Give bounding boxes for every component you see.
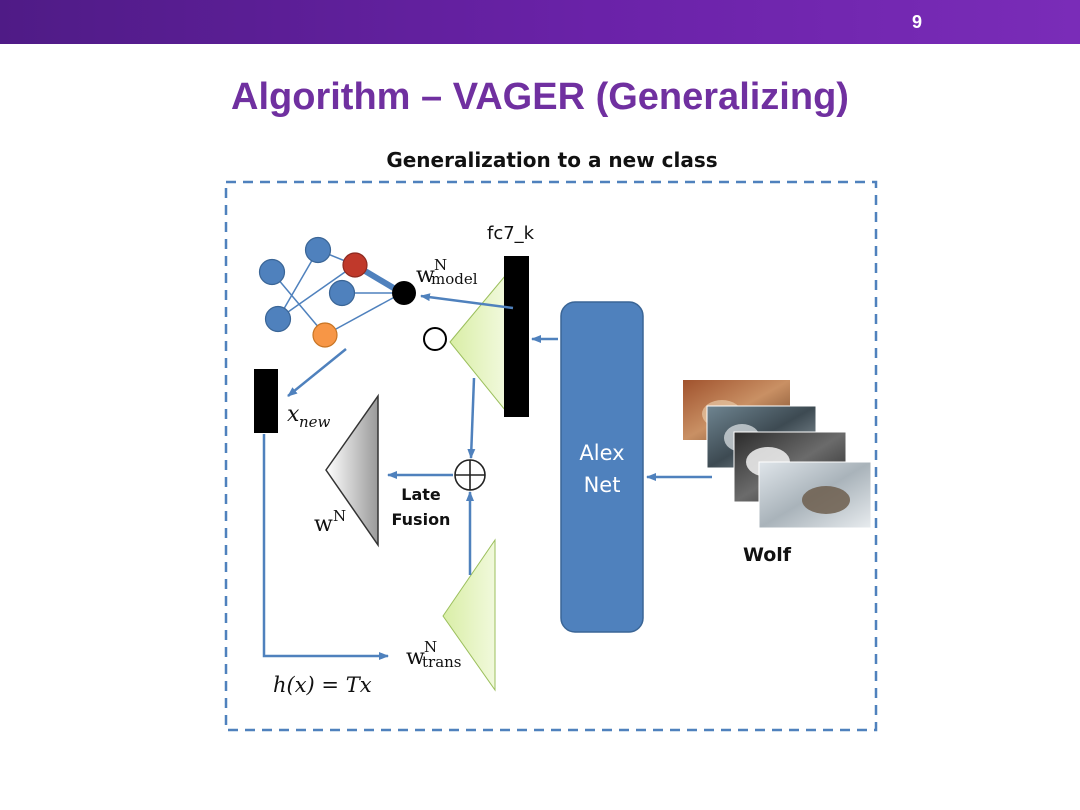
graph-node-red: [342, 252, 368, 278]
graph-node: [328, 279, 356, 307]
wolf-label: Wolf: [743, 544, 792, 566]
arrow-graph-to-xnew: [287, 348, 347, 397]
flow-arrows: [262, 293, 712, 660]
new-class-node-empty: [423, 327, 447, 351]
arrow-fc7-to-node: [420, 293, 514, 310]
w-model-label: w N model: [416, 251, 478, 288]
mapping-formula: h(x) = Tx: [273, 673, 372, 697]
diagram-title: Generalization to a new class: [386, 148, 718, 172]
alexnet-label-line2: Net: [584, 473, 621, 497]
arrow-model-to-plus: [467, 377, 476, 459]
slide-title: Algorithm – VAGER (Generalizing): [231, 76, 849, 118]
late-fusion-label-line2: Fusion: [392, 510, 451, 529]
late-fusion-label-line1: Late: [401, 485, 441, 504]
header-bar: [0, 0, 1080, 44]
alexnet-block: [560, 301, 644, 633]
fc7-projection-triangle: [449, 274, 506, 412]
final-classifier-triangle: [325, 393, 379, 548]
page-number: 9: [911, 12, 922, 32]
category-graph: [258, 236, 368, 348]
wolf-images: [683, 380, 872, 529]
graph-node: [304, 236, 332, 264]
x-new-feature-bar: [254, 369, 278, 433]
graph-node: [264, 305, 292, 333]
fc7-feature-bar: [504, 256, 529, 417]
transfer-triangle: [442, 538, 496, 692]
fusion-plus-icon: [454, 459, 486, 491]
w-trans-label: w N trans: [406, 633, 462, 671]
x-new-label: x new: [287, 402, 331, 431]
dashed-frame: [224, 180, 878, 732]
arrow-xnew-to-trans: [262, 434, 389, 660]
alexnet-label-line1: Alex: [579, 441, 624, 465]
w-final-label: w N: [314, 507, 346, 537]
new-class-node-black: [392, 281, 416, 305]
fc7-label: fc7_k: [487, 223, 535, 244]
graph-node-orange: [312, 322, 338, 348]
graph-node: [258, 258, 286, 286]
